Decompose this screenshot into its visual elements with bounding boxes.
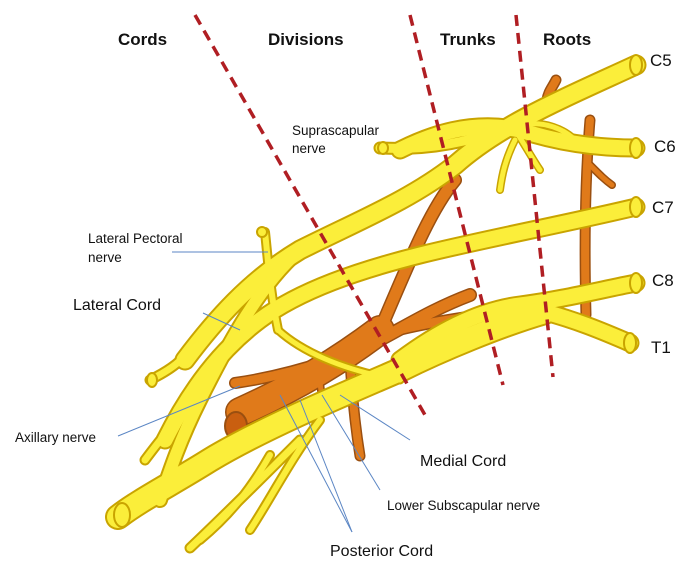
label-suprascapular-line1: Suprascapular — [292, 123, 380, 138]
root-label-t1: T1 — [651, 338, 671, 357]
label-axillary-nerve: Axillary nerve — [15, 430, 96, 445]
header-divisions: Divisions — [268, 30, 344, 49]
root-label-c6: C6 — [654, 137, 676, 156]
header-trunks: Trunks — [440, 30, 496, 49]
header-cords: Cords — [118, 30, 167, 49]
label-lateral-pectoral-line1: Lateral Pectoral — [88, 231, 183, 246]
label-posterior-cord: Posterior Cord — [330, 543, 433, 560]
label-suprascapular-line2: nerve — [292, 141, 326, 156]
label-lateral-cord: Lateral Cord — [73, 297, 161, 314]
posterior-cord-leader-2 — [300, 400, 352, 532]
root-label-c8: C8 — [652, 271, 674, 290]
header-roots: Roots — [543, 30, 591, 49]
label-medial-cord: Medial Cord — [420, 453, 506, 470]
label-lower-subscapular: Lower Subscapular nerve — [387, 498, 540, 513]
label-lateral-pectoral-line2: nerve — [88, 250, 122, 265]
root-label-c5: C5 — [650, 51, 672, 70]
root-label-c7: C7 — [652, 198, 674, 217]
